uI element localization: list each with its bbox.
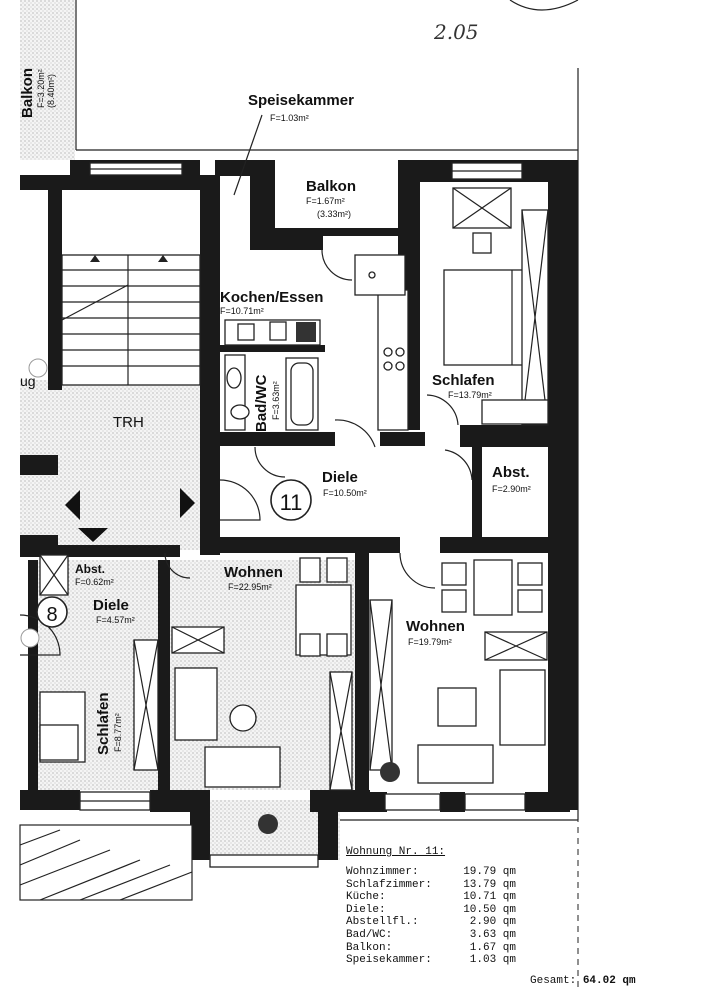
summary-title: Wohnung Nr. 11: xyxy=(346,846,446,858)
wall xyxy=(158,560,170,790)
wall xyxy=(190,810,210,860)
wall xyxy=(20,160,215,230)
room-name: Wohnen xyxy=(224,564,283,581)
total-label: Gesamt: xyxy=(530,975,577,987)
summary-row: Bad/WC:3.63 qm xyxy=(346,928,516,941)
summary-row: Speisekammer:1.03 qm xyxy=(346,954,516,967)
room-name: ug xyxy=(20,373,36,389)
wall xyxy=(318,810,338,860)
summary-row: Abstellfl.:2.90 qm xyxy=(346,916,516,929)
room-name: Abst. xyxy=(75,562,105,576)
room-name: Speisekammer xyxy=(248,92,354,109)
wall xyxy=(20,455,58,475)
room-name: Wohnen xyxy=(406,618,465,635)
kitchen-fixtures xyxy=(224,254,409,431)
wohnen-right-furniture xyxy=(369,559,548,784)
balcony-left-area xyxy=(20,0,75,160)
room-name: Abst. xyxy=(492,464,530,481)
wohnen-mid-furniture xyxy=(171,557,353,834)
punch-hole xyxy=(20,628,40,648)
room-labels: Balkon F=3.20m² (8.40m²) Speisekammer F=… xyxy=(19,68,531,755)
wall-hatch xyxy=(570,160,578,810)
room-name: Schlafen xyxy=(95,692,112,755)
total-value: 64.02 qm xyxy=(582,975,636,987)
neighbor-furniture xyxy=(39,554,159,771)
wall xyxy=(20,545,180,557)
room-name: Kochen/Essen xyxy=(220,289,323,306)
balcony-railing xyxy=(19,824,193,901)
summary-total: Gesamt: 64.02 qm xyxy=(530,975,636,987)
handwritten-note: 2.05 xyxy=(434,20,479,44)
summary-row: Diele:10.50 qm xyxy=(346,903,516,916)
summary-row: Balkon:1.67 qm xyxy=(346,941,516,954)
room-area: F=19.79m² xyxy=(408,637,452,647)
room-area: F=4.57m² xyxy=(96,615,135,625)
room-name: Diele xyxy=(93,597,129,614)
room-name: Schlafen xyxy=(432,372,495,389)
room-name: Balkon xyxy=(306,178,356,195)
wall xyxy=(200,175,220,555)
windows xyxy=(79,162,526,868)
room-area: F=2.90m² xyxy=(492,484,531,494)
wall xyxy=(215,160,250,176)
room-area: F=3.63m² xyxy=(271,381,281,420)
room-name: Balkon xyxy=(19,68,36,118)
room-area: F=22.95m² xyxy=(228,582,272,592)
door-swings xyxy=(19,249,473,656)
room-area-alt: (3.33m²) xyxy=(317,209,351,219)
summary-row: Schlafzimmer:13.79 qm xyxy=(346,878,516,891)
room-name: TRH xyxy=(113,414,144,431)
room-area: F=8.77m² xyxy=(113,713,123,752)
arc-mark xyxy=(509,0,579,11)
wall xyxy=(28,560,38,790)
arrow-left-icon xyxy=(65,490,80,520)
wall xyxy=(20,790,80,810)
room-area: F=10.71m² xyxy=(220,306,264,316)
room-area: F=13.79m² xyxy=(448,390,492,400)
wall xyxy=(460,425,550,447)
wall xyxy=(440,792,465,812)
room-area: F=3.20m² xyxy=(36,69,46,108)
wall xyxy=(250,160,275,250)
wall xyxy=(525,792,570,812)
wall xyxy=(150,790,210,812)
wall xyxy=(472,447,482,537)
bedroom-furniture xyxy=(443,187,549,426)
wall xyxy=(310,790,370,812)
unit-marker-8 xyxy=(36,596,68,628)
summary-row: Wohnzimmer:19.79 qm xyxy=(346,866,516,878)
summary-row: Küche:10.71 qm xyxy=(346,891,516,904)
room-area: F=1.67m² xyxy=(306,196,345,206)
room-area: F=10.50m² xyxy=(323,488,367,498)
staircase xyxy=(61,254,201,386)
wall xyxy=(548,160,570,810)
unit-number-neighbor: 8 xyxy=(46,604,57,626)
arrow-down-icon xyxy=(78,528,108,542)
bathroom-fixtures xyxy=(224,354,319,431)
area-summary: Wohnung Nr. 11: Wohnzimmer:19.79 qm Schl… xyxy=(346,846,516,967)
arrow-right-icon xyxy=(180,488,195,518)
wall xyxy=(215,432,335,446)
wall xyxy=(215,345,325,352)
room-name: Bad/WC xyxy=(253,374,270,432)
wall xyxy=(355,553,369,803)
wall xyxy=(380,432,425,446)
room-name: Diele xyxy=(322,469,358,486)
unit-marker-11 xyxy=(270,479,312,521)
wall xyxy=(440,537,570,553)
wall xyxy=(365,792,387,812)
wall xyxy=(48,190,62,390)
wall xyxy=(275,228,323,250)
room-area: F=1.03m² xyxy=(270,113,309,123)
unit-number-main: 11 xyxy=(280,490,303,515)
punch-hole xyxy=(28,358,48,378)
wall xyxy=(323,228,413,236)
room-area: F=0.62m² xyxy=(75,577,114,587)
room-area-alt: (8.40m²) xyxy=(46,74,56,108)
wall xyxy=(200,537,400,553)
